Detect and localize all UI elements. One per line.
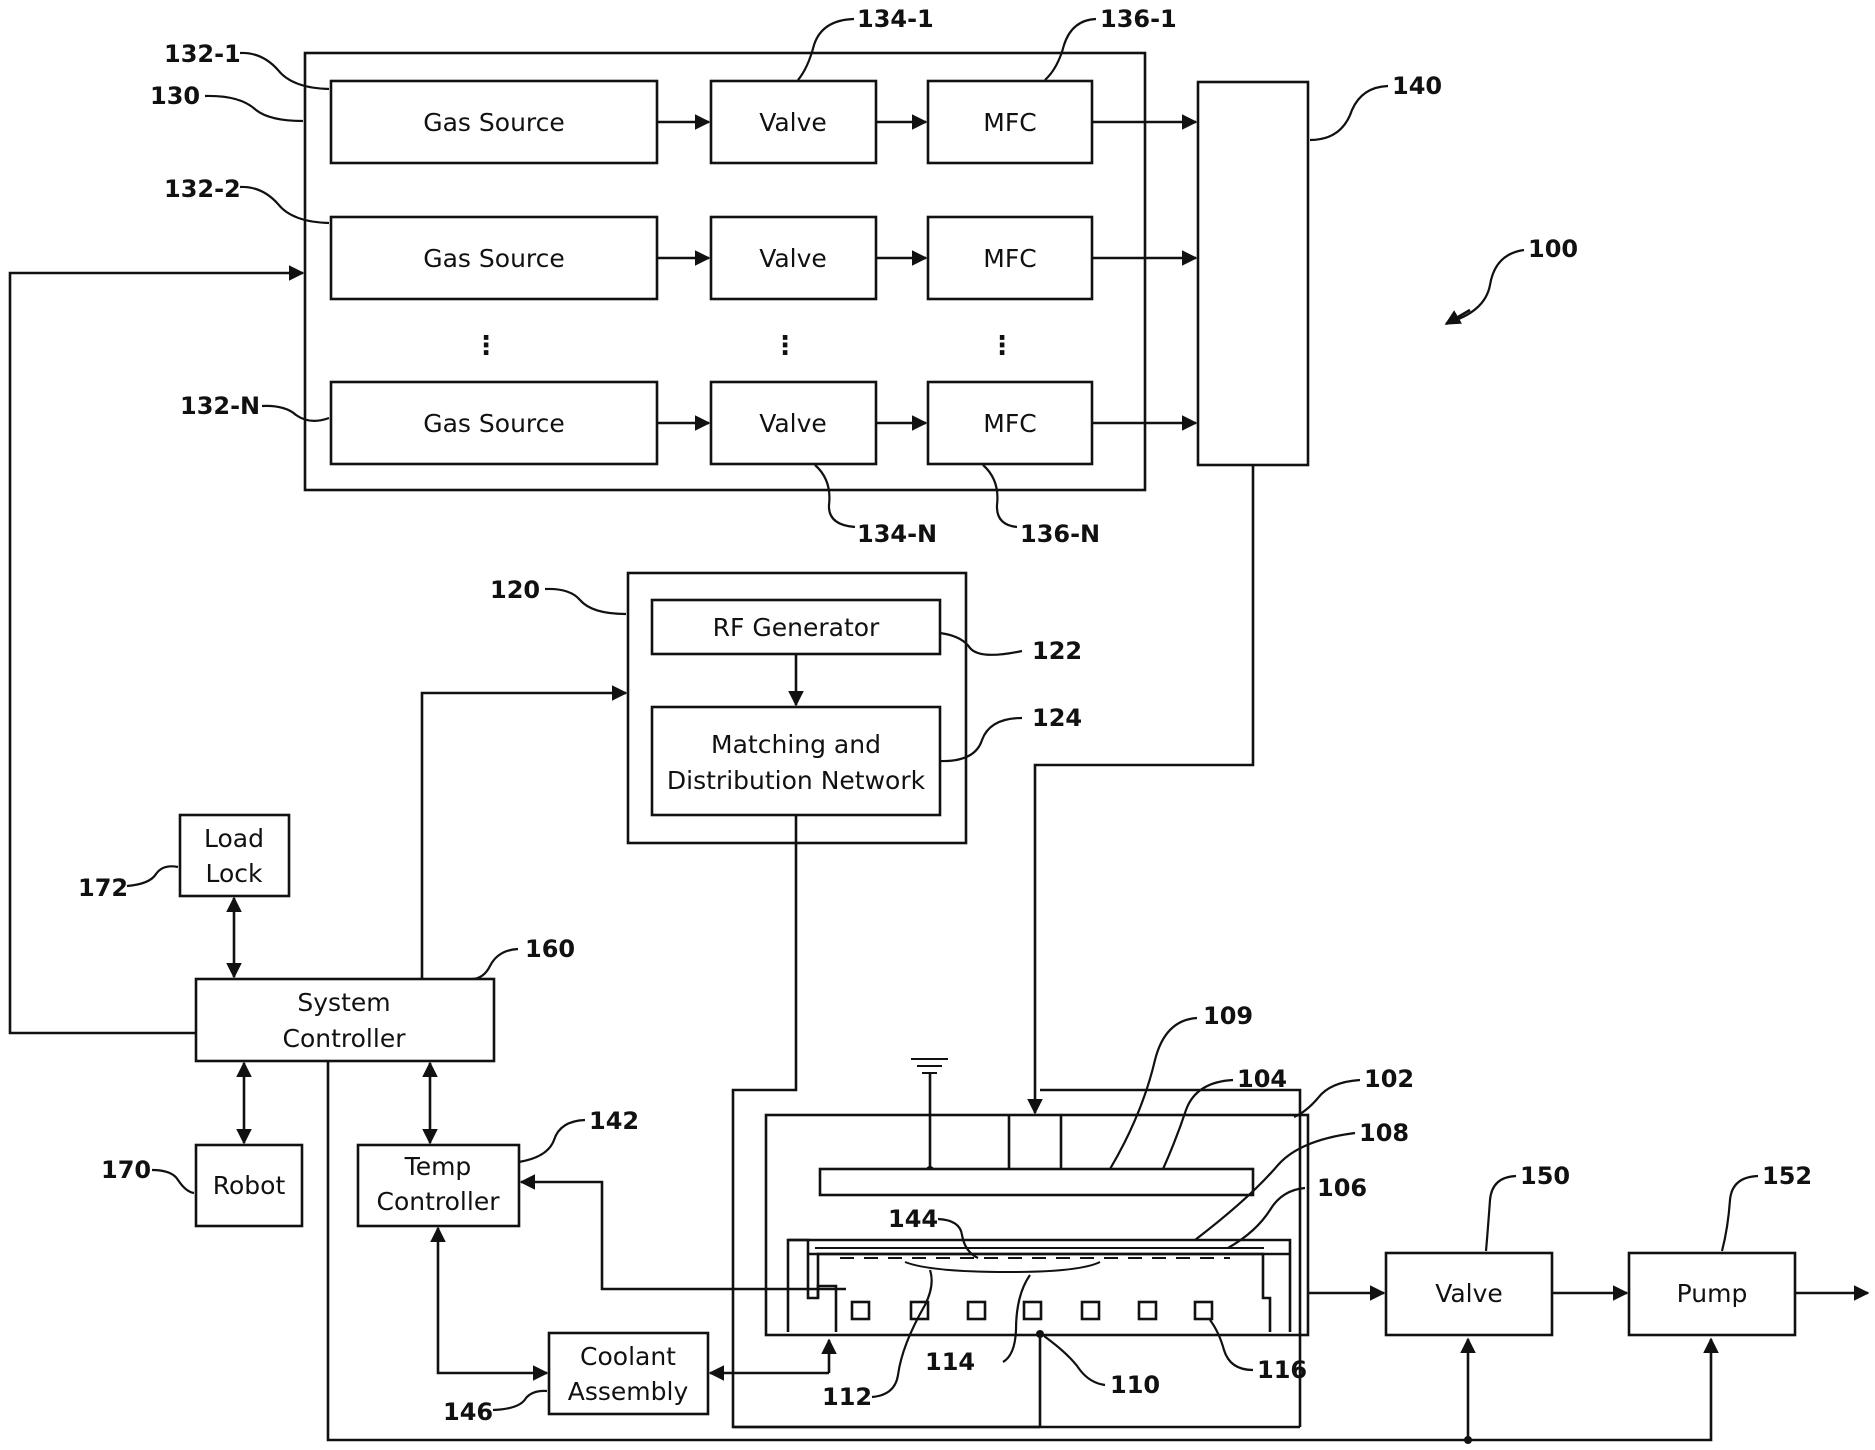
- ref-106: 106: [1317, 1174, 1367, 1202]
- ref-112: 112: [822, 1383, 872, 1411]
- ref-140: 140: [1392, 72, 1442, 100]
- ref-114: 114: [925, 1348, 975, 1376]
- load-lock-label-2: Lock: [205, 859, 263, 888]
- coolant-assembly-label-2: Assembly: [568, 1377, 689, 1406]
- ref-160: 160: [525, 935, 575, 963]
- load-lock-label-1: Load: [204, 824, 264, 853]
- ref-100: 100: [1528, 235, 1578, 263]
- coolant-assembly-label-1: Coolant: [580, 1342, 676, 1371]
- ref-132-2: 132-2: [164, 175, 241, 203]
- ref-110: 110: [1110, 1371, 1160, 1399]
- valve-1-label: Valve: [759, 108, 827, 137]
- matching-network-label-2: Distribution Network: [667, 766, 926, 795]
- robot-label: Robot: [213, 1171, 286, 1200]
- ref-116: 116: [1257, 1356, 1307, 1384]
- exhaust-valve-label: Valve: [1435, 1279, 1503, 1308]
- ref-122: 122: [1032, 637, 1082, 665]
- ref-136-1: 136-1: [1100, 5, 1177, 33]
- ref-146: 146: [443, 1398, 493, 1426]
- ref-102: 102: [1364, 1065, 1414, 1093]
- ref-134-1: 134-1: [857, 5, 934, 33]
- ground-symbol: [911, 1059, 948, 1174]
- temp-controller-label-2: Controller: [377, 1187, 501, 1216]
- matching-network-label-1: Matching and: [711, 730, 881, 759]
- ellipsis-mfc: ⋮: [989, 331, 1015, 361]
- ref-130: 130: [150, 82, 200, 110]
- ref-132-n: 132-N: [180, 392, 260, 420]
- ref-132-1: 132-1: [164, 40, 241, 68]
- bus-junction-dot: [1464, 1436, 1472, 1444]
- gas-source-n-label: Gas Source: [423, 409, 565, 438]
- ref-120: 120: [490, 576, 540, 604]
- valve-n-label: Valve: [759, 409, 827, 438]
- ref-136-n: 136-N: [1020, 520, 1100, 548]
- matching-network-box: [652, 707, 940, 815]
- ref-134-n: 134-N: [857, 520, 937, 548]
- rf-generator-label: RF Generator: [713, 613, 880, 642]
- system-controller-label-1: System: [297, 988, 390, 1017]
- mfc-2-label: MFC: [983, 244, 1036, 273]
- gas-source-1-label: Gas Source: [423, 108, 565, 137]
- ref-150: 150: [1520, 1162, 1570, 1190]
- ref-109: 109: [1203, 1002, 1253, 1030]
- showerhead-plate: [820, 1169, 1253, 1195]
- ref-104: 104: [1237, 1065, 1287, 1093]
- ellipsis-gas-source: ⋮: [473, 331, 499, 361]
- heater-elements: [852, 1302, 1212, 1319]
- valve-2-label: Valve: [759, 244, 827, 273]
- ref-152: 152: [1762, 1162, 1812, 1190]
- pump-label: Pump: [1677, 1279, 1748, 1308]
- gas-source-2-label: Gas Source: [423, 244, 565, 273]
- ref-170: 170: [101, 1156, 151, 1184]
- ref-144: 144: [888, 1205, 938, 1233]
- ref-124: 124: [1032, 704, 1082, 732]
- mfc-1-label: MFC: [983, 108, 1036, 137]
- temp-controller-label-1: Temp: [404, 1152, 472, 1181]
- ref-172: 172: [78, 874, 128, 902]
- manifold-box: [1198, 82, 1308, 465]
- ref-142: 142: [589, 1107, 639, 1135]
- ref-108: 108: [1359, 1119, 1409, 1147]
- ellipsis-valve: ⋮: [772, 331, 798, 361]
- mfc-n-label: MFC: [983, 409, 1036, 438]
- system-controller-label-2: Controller: [283, 1024, 407, 1053]
